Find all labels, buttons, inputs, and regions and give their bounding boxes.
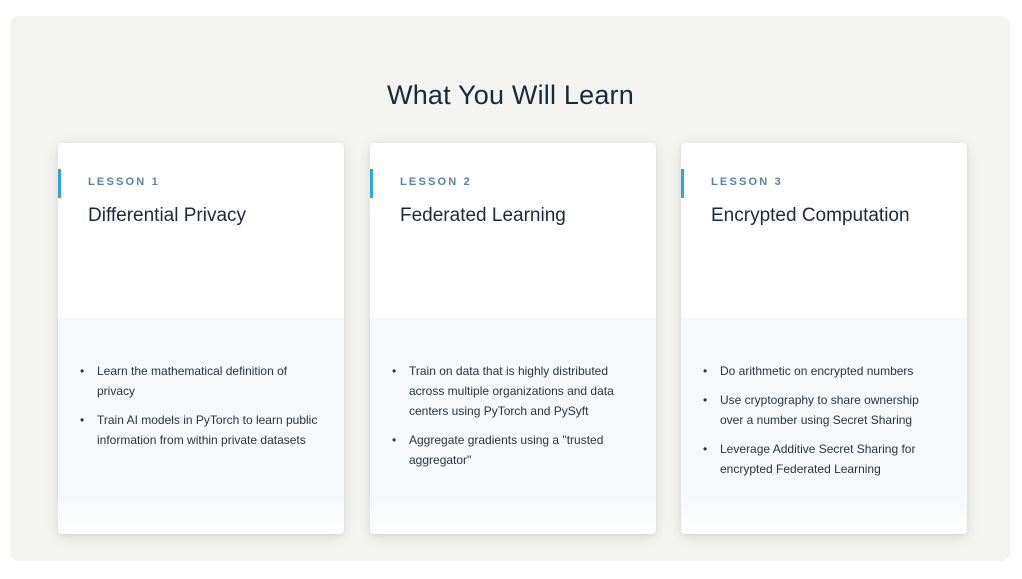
- bullet-dot-icon: •: [80, 413, 85, 427]
- lesson-card-2: LESSON 2 Federated Learning • Train on da…: [370, 143, 656, 534]
- bullet-text: Learn the mathematical definition of pri…: [97, 364, 288, 398]
- accent-bar: [58, 169, 61, 198]
- bullet-dot-icon: •: [703, 442, 708, 456]
- lesson-details: • Train on data that is highly distribute…: [370, 318, 656, 534]
- lesson-label: LESSON 2: [400, 176, 473, 188]
- list-item: • Use cryptography to share ownership ove…: [703, 390, 943, 430]
- list-item: • Train AI models in PyTorch to learn pub…: [80, 410, 320, 450]
- list-item: • Leverage Additive Secret Sharing for en…: [703, 439, 943, 479]
- bullet-dot-icon: •: [703, 393, 708, 407]
- lesson-title: Federated Learning: [400, 205, 566, 226]
- bullet-text: Aggregate gradients using a "trusted agg…: [409, 433, 604, 467]
- bullet-list: • Do arithmetic on encrypted numbers • Use…: [703, 361, 943, 488]
- lesson-card-1: LESSON 1 Differential Privacy • Learn the…: [58, 143, 344, 534]
- list-item: • Train on data that is highly distribute…: [392, 361, 632, 421]
- list-item: • Aggregate gradients using a "trusted ag…: [392, 430, 632, 470]
- bullet-list: • Train on data that is highly distribute…: [392, 361, 632, 479]
- lesson-card-3: LESSON 3 Encrypted Computation • Do arith…: [681, 143, 967, 534]
- bullet-dot-icon: •: [392, 364, 397, 378]
- bullet-text: Train AI models in PyTorch to learn publ…: [97, 413, 318, 447]
- list-item: • Do arithmetic on encrypted numbers: [703, 361, 943, 381]
- learn-section: What You Will Learn LESSON 1 Differentia…: [11, 16, 1010, 561]
- list-item: • Learn the mathematical definition of pr…: [80, 361, 320, 401]
- bullet-dot-icon: •: [80, 364, 85, 378]
- bullet-text: Do arithmetic on encrypted numbers: [720, 364, 914, 378]
- section-title: What You Will Learn: [387, 80, 634, 110]
- bullet-text: Leverage Additive Secret Sharing for enc…: [720, 442, 916, 476]
- bullet-text: Use cryptography to share ownership over…: [720, 393, 919, 427]
- lesson-title: Encrypted Computation: [711, 205, 910, 226]
- bullet-dot-icon: •: [392, 433, 397, 447]
- lesson-label: LESSON 1: [88, 176, 161, 188]
- lesson-title: Differential Privacy: [88, 205, 247, 226]
- bullet-text: Train on data that is highly distributed…: [409, 364, 614, 418]
- lesson-details: • Do arithmetic on encrypted numbers • Use…: [681, 318, 967, 534]
- accent-bar: [681, 169, 684, 198]
- accent-bar: [370, 169, 373, 198]
- bullet-dot-icon: •: [703, 364, 708, 378]
- bullet-list: • Learn the mathematical definition of pr…: [80, 361, 320, 459]
- lesson-details: • Learn the mathematical definition of pr…: [58, 318, 344, 534]
- lesson-label: LESSON 3: [711, 176, 784, 188]
